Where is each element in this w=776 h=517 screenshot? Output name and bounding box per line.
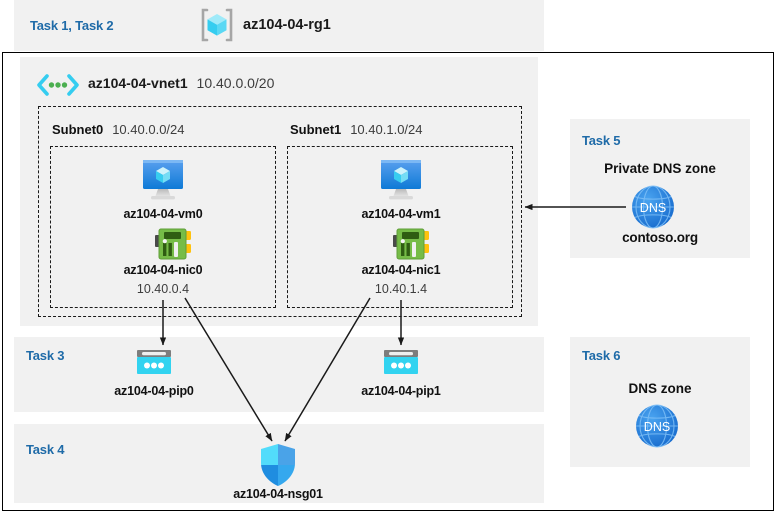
network-security-group-icon bbox=[258, 443, 298, 487]
virtual-machine-icon bbox=[376, 158, 426, 204]
network-interface-icon bbox=[152, 227, 194, 261]
pip0-label: az104-04-pip0 bbox=[114, 384, 194, 398]
subnet0-cidr: 10.40.0.0/24 bbox=[112, 122, 185, 137]
nic0-ip: 10.40.0.4 bbox=[136, 282, 190, 296]
nic1-ip: 10.40.1.4 bbox=[374, 282, 428, 296]
resource-group-name: az104-04-rg1 bbox=[243, 17, 331, 33]
task-label-1-2: Task 1, Task 2 bbox=[30, 18, 114, 33]
nsg-label: az104-04-nsg01 bbox=[233, 487, 323, 501]
task-label-3: Task 3 bbox=[26, 348, 65, 363]
subnet1-title-row: Subnet1 10.40.1.0/24 bbox=[290, 121, 423, 139]
task1-task2-panel bbox=[14, 0, 544, 51]
task3-panel bbox=[14, 337, 544, 412]
vnet-cidr: 10.40.0.0/20 bbox=[196, 75, 275, 91]
nic1-label: az104-04-nic1 bbox=[361, 263, 441, 277]
subnet1-boundary bbox=[287, 146, 513, 308]
subnet0-title-row: Subnet0 10.40.0.0/24 bbox=[52, 121, 185, 139]
pip1-label: az104-04-pip1 bbox=[361, 384, 441, 398]
subnets-group-boundary bbox=[38, 106, 522, 317]
task-label-5: Task 5 bbox=[582, 133, 621, 148]
vnet-name: az104-04-vnet1 bbox=[88, 75, 188, 91]
svg-text:DNS: DNS bbox=[644, 420, 670, 434]
subnet0-name: Subnet0 bbox=[52, 122, 104, 137]
vnet-panel bbox=[20, 57, 538, 326]
vm0-label: az104-04-vm0 bbox=[123, 207, 203, 221]
task-label-4: Task 4 bbox=[26, 442, 65, 457]
vm1-label: az104-04-vm1 bbox=[361, 207, 441, 221]
resource-group-boundary bbox=[2, 52, 774, 511]
private-dns-zone-title: Private DNS zone bbox=[604, 161, 716, 176]
subnet1-name: Subnet1 bbox=[290, 122, 342, 137]
vnet-title-row: az104-04-vnet1 10.40.0.0/20 bbox=[88, 75, 274, 93]
network-interface-icon bbox=[390, 227, 432, 261]
private-dns-zone-name: contoso.org bbox=[622, 230, 698, 245]
virtual-network-icon bbox=[36, 72, 79, 98]
resource-group-icon bbox=[198, 6, 236, 44]
subnet1-cidr: 10.40.1.0/24 bbox=[350, 122, 423, 137]
public-ip-address-icon bbox=[135, 348, 173, 378]
virtual-machine-icon bbox=[138, 158, 188, 204]
dns-zone-title: DNS zone bbox=[628, 381, 692, 396]
public-ip-address-icon bbox=[382, 348, 420, 378]
dns-zone-icon: DNS bbox=[630, 184, 676, 230]
dns-zone-icon: DNS bbox=[634, 403, 680, 449]
nic0-label: az104-04-nic0 bbox=[123, 263, 203, 277]
task-label-6: Task 6 bbox=[582, 348, 621, 363]
svg-text:DNS: DNS bbox=[640, 201, 666, 215]
